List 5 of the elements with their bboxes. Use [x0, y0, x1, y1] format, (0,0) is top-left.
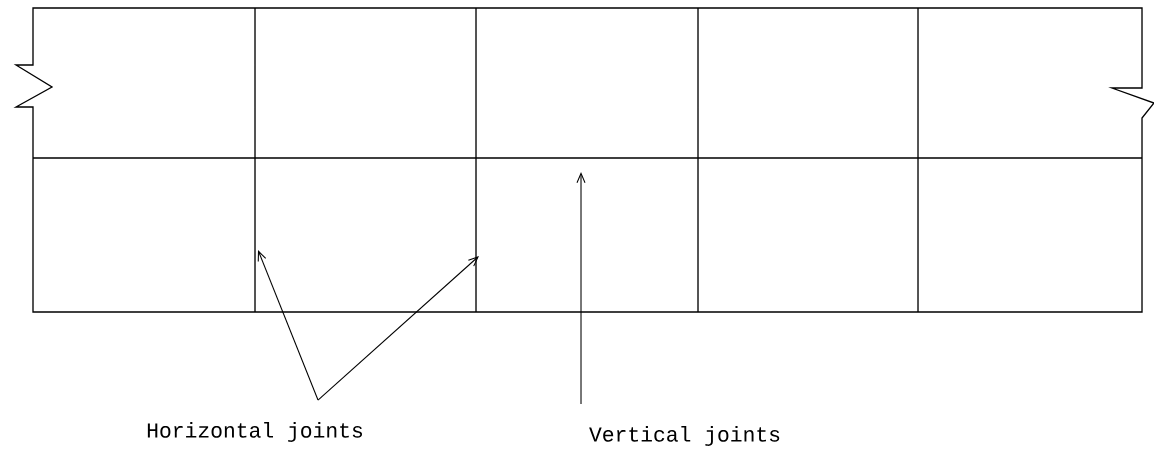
- leader-arrow: [317, 256, 479, 401]
- leader-arrow: [257, 250, 319, 401]
- label-text: Vertical joints: [589, 426, 780, 446]
- leader-arrow: [576, 172, 586, 405]
- label-text: Horizontal joints: [147, 422, 363, 442]
